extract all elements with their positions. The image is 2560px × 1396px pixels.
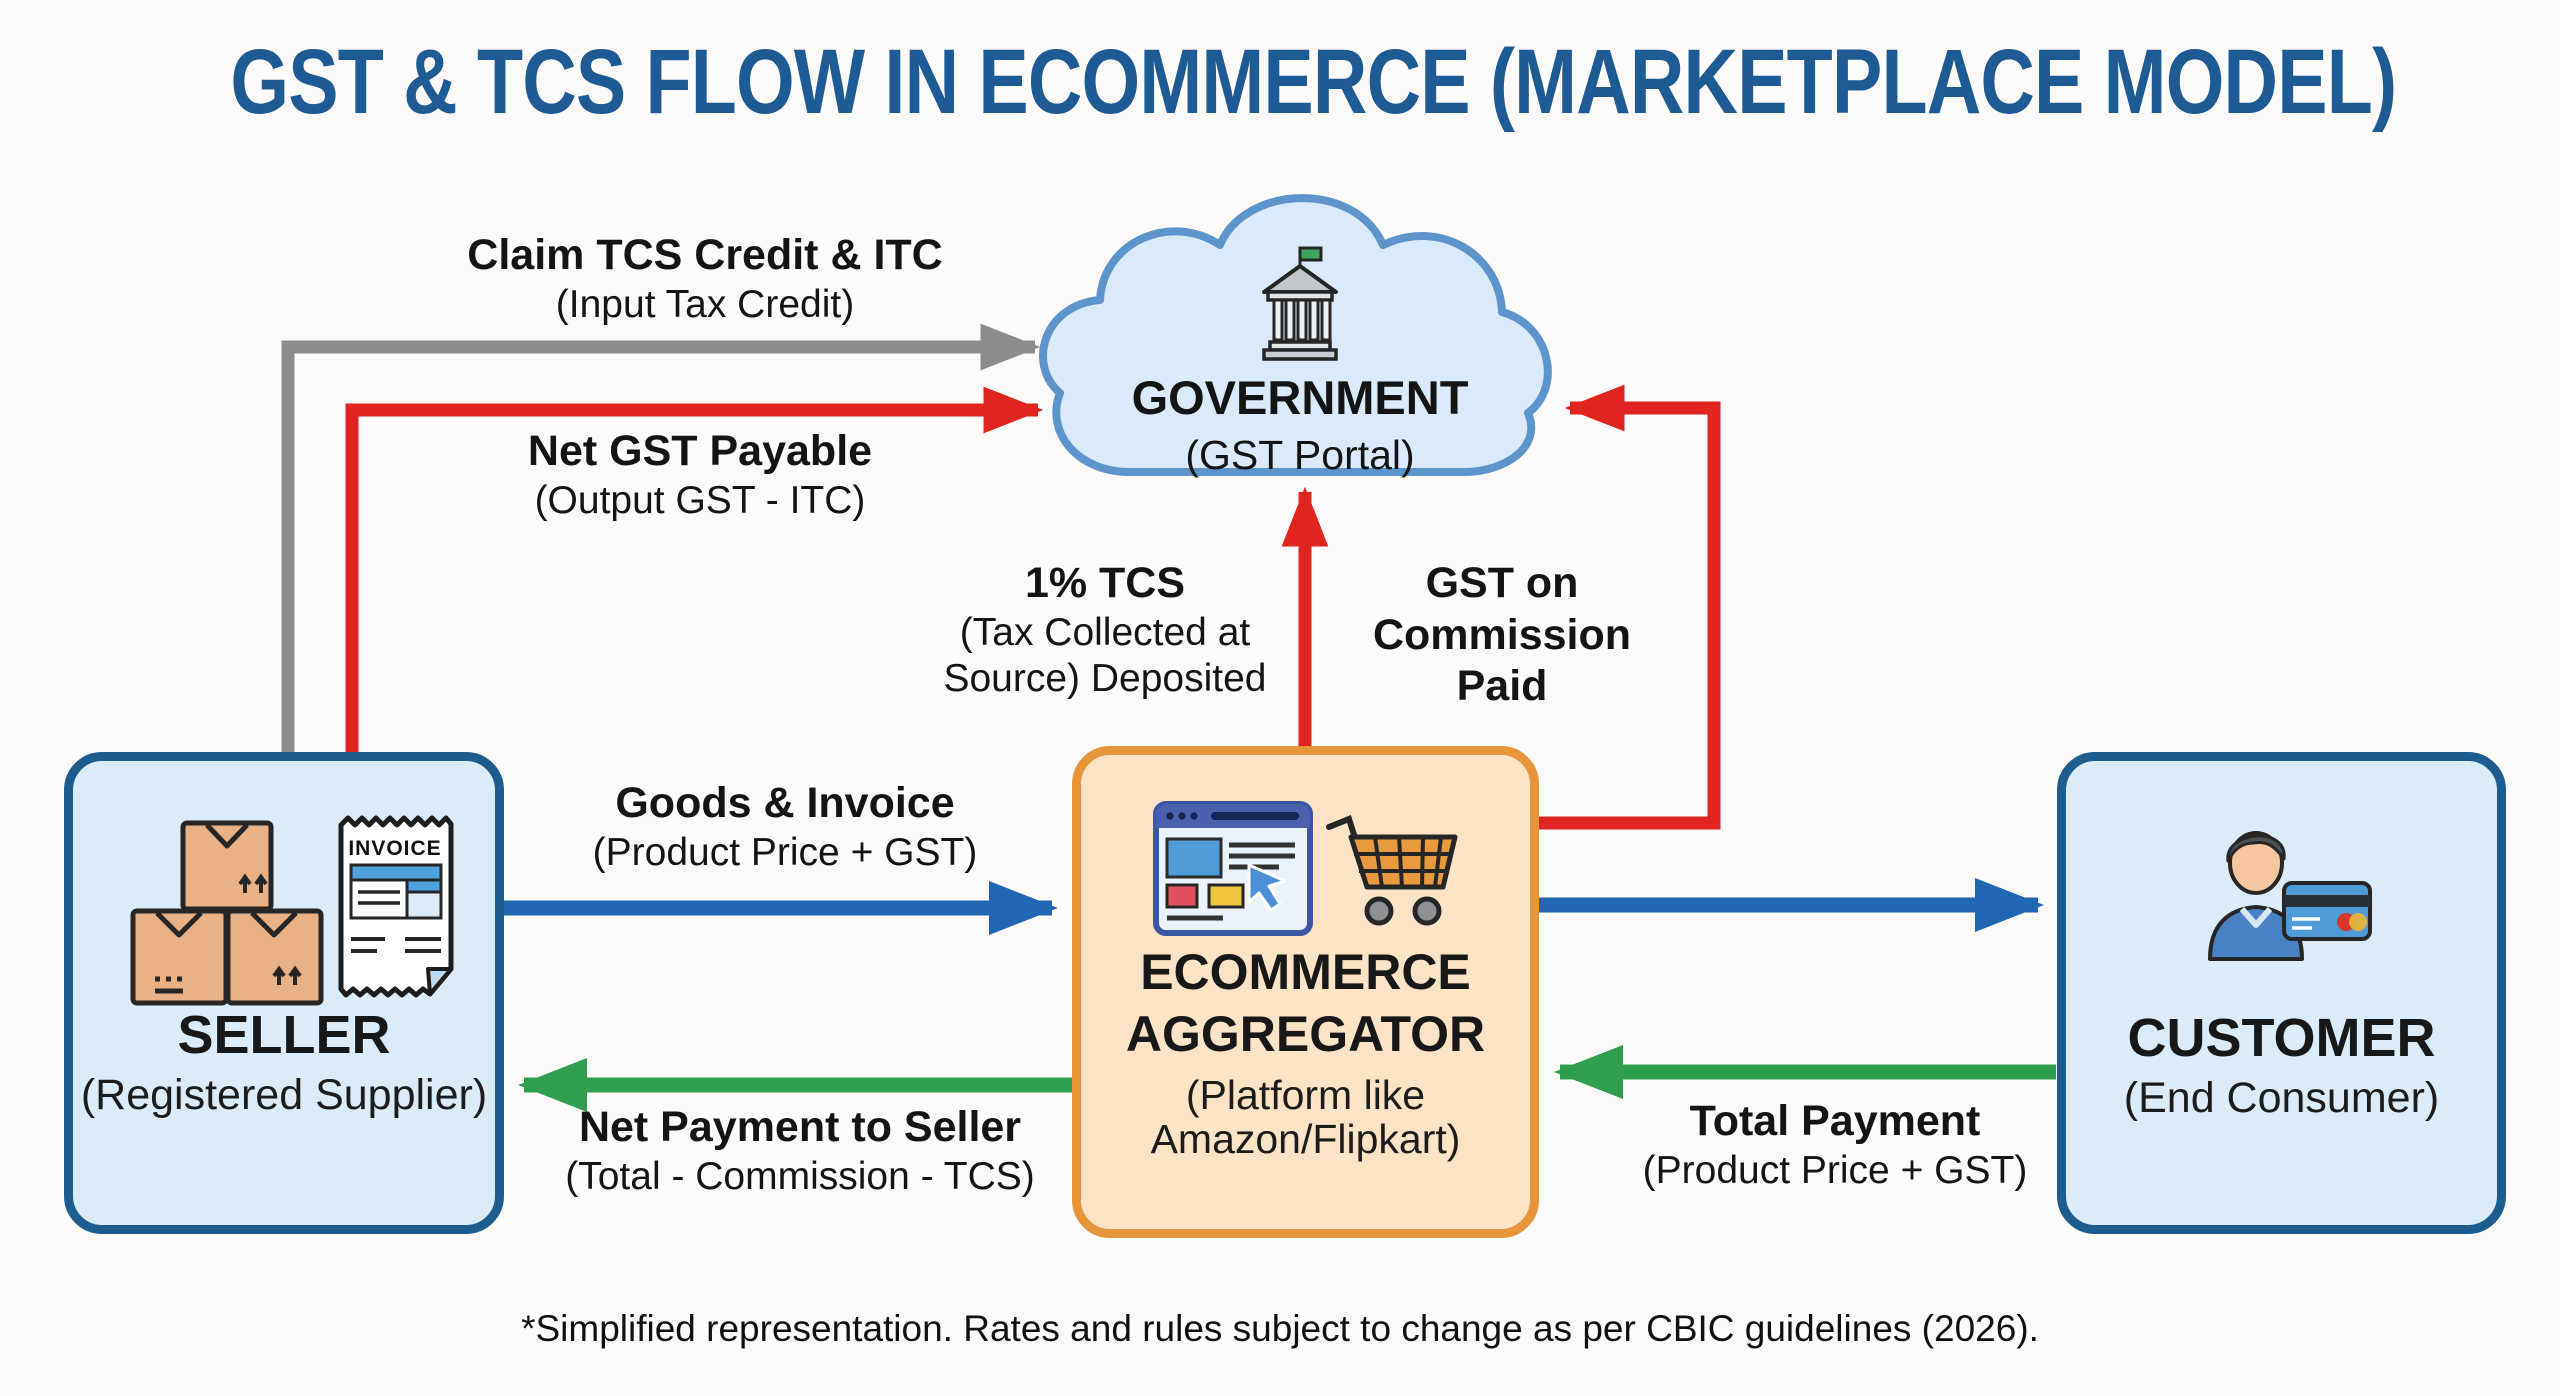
flow-sublabel-text: (Tax Collected at Source) Deposited [943,610,1267,701]
aggregator-title-line1: ECOMMERCE [1140,944,1471,1000]
aggregator-subtitle: (Platform like Amazon/Flipkart) [1150,1072,1461,1163]
flow-label-text: Total Payment [1689,1097,1981,1145]
flow-label-goods-invoice: Goods & Invoice (Product Price + GST) [593,778,978,876]
flow-sublabel-text: (Product Price + GST) [592,830,978,874]
flow-label-text: Net Payment to Seller [578,1103,1022,1151]
arrow-net-gst-payable [345,386,1044,756]
flow-label-net-gst-payable: Net GST Payable (Output GST - ITC) [528,426,872,524]
government-cloud-shape [1039,194,1552,476]
customer-subtitle: (End Consumer) [2123,1074,2440,1122]
flow-label-text: GST on Commission Paid [1372,559,1632,711]
node-seller: INVOICE SELLER (Registered Supplier) [64,752,504,1234]
arrow-gst-on-commission [1536,384,1721,830]
seller-title: SELLER [177,1005,391,1065]
person-card-icon [2208,831,2372,961]
bank-icon [1262,246,1338,361]
flow-label-text: Net GST Payable [527,427,873,475]
aggregator-title-line2: AGGREGATOR [1125,1006,1486,1062]
flow-label-net-payment-to-seller: Net Payment to Seller (Total - Commissio… [565,1102,1035,1200]
arrow-claim-tcs-credit [281,323,1041,756]
flow-label-claim-tcs-credit: Claim TCS Credit & ITC (Input Tax Credit… [467,230,942,328]
node-aggregator: ECOMMERCE AGGREGATOR (Platform like Amaz… [1072,746,1539,1238]
boxes-icon [130,820,324,1006]
flow-sublabel-text: (Total - Commission - TCS) [565,1154,1035,1198]
cart-icon [1326,815,1458,926]
page-title: GST & TCS FLOW IN ECOMMERCE (MARKETPLACE… [230,31,2397,133]
node-customer: CUSTOMER (End Consumer) [2057,752,2506,1234]
seller-subtitle: (Registered Supplier) [80,1071,488,1119]
government-title: GOVERNMENT [1131,371,1469,424]
government-subtitle: (GST Portal) [1185,432,1415,478]
invoice-icon: INVOICE [338,815,454,998]
flow-label-gst-on-commission: GST on Commission Paid [1372,558,1632,713]
flow-label-text: Goods & Invoice [615,779,955,827]
flow-sublabel-text: (Input Tax Credit) [555,282,855,326]
flow-label-tcs-deposited: 1% TCS (Tax Collected at Source) Deposit… [915,558,1295,703]
svg-text:INVOICE: INVOICE [348,837,441,860]
flow-label-text: Claim TCS Credit & ITC [467,231,943,279]
flow-sublabel-text: (Product Price + GST) [1642,1148,2028,1192]
customer-title: CUSTOMER [2127,1008,2436,1068]
flow-label-text: 1% TCS [1024,559,1186,607]
footnote: *Simplified representation. Rates and ru… [521,1308,2039,1349]
browser-icon [1153,801,1313,936]
flow-sublabel-text: (Output GST - ITC) [534,478,866,522]
flow-label-total-payment: Total Payment (Product Price + GST) [1643,1096,2028,1194]
